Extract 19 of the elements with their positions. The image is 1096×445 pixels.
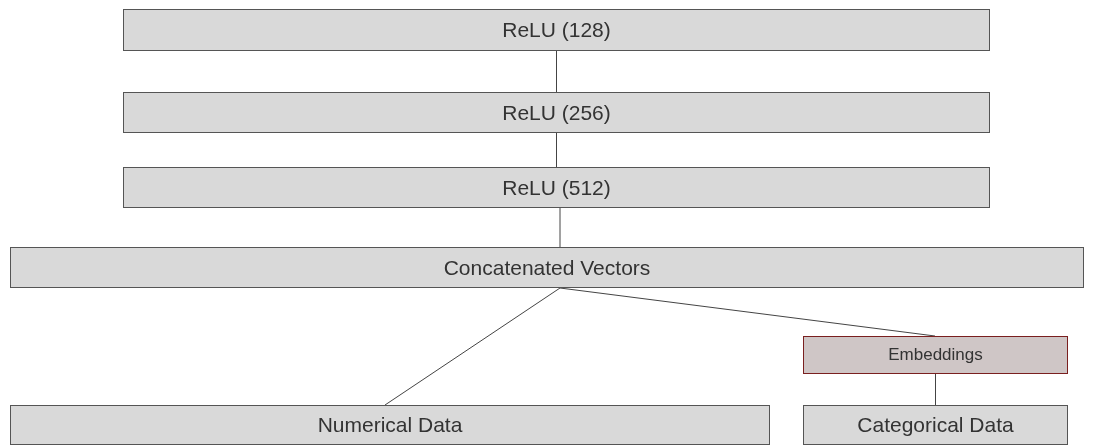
- node-label: Embeddings: [888, 345, 983, 365]
- node-label: Numerical Data: [317, 413, 463, 437]
- node-label: ReLU (512): [502, 175, 611, 200]
- node-label: Concatenated Vectors: [443, 255, 651, 280]
- node-label: ReLU (128): [502, 18, 611, 42]
- connector-line: [556, 50, 557, 93]
- node-label: ReLU (256): [502, 100, 611, 125]
- layer-box: [123, 9, 990, 51]
- connector-line: [559, 207, 561, 248]
- connector-line: [384, 287, 561, 406]
- layer-box: [10, 247, 1084, 288]
- layer-box: [123, 92, 990, 133]
- node-label: Categorical Data: [857, 413, 1014, 437]
- connector-line: [935, 373, 936, 406]
- embedding-box: [803, 336, 1068, 374]
- layer-box: [123, 167, 990, 208]
- connector-line: [556, 132, 557, 168]
- layer-box: [803, 405, 1068, 445]
- layer-box: [10, 405, 770, 445]
